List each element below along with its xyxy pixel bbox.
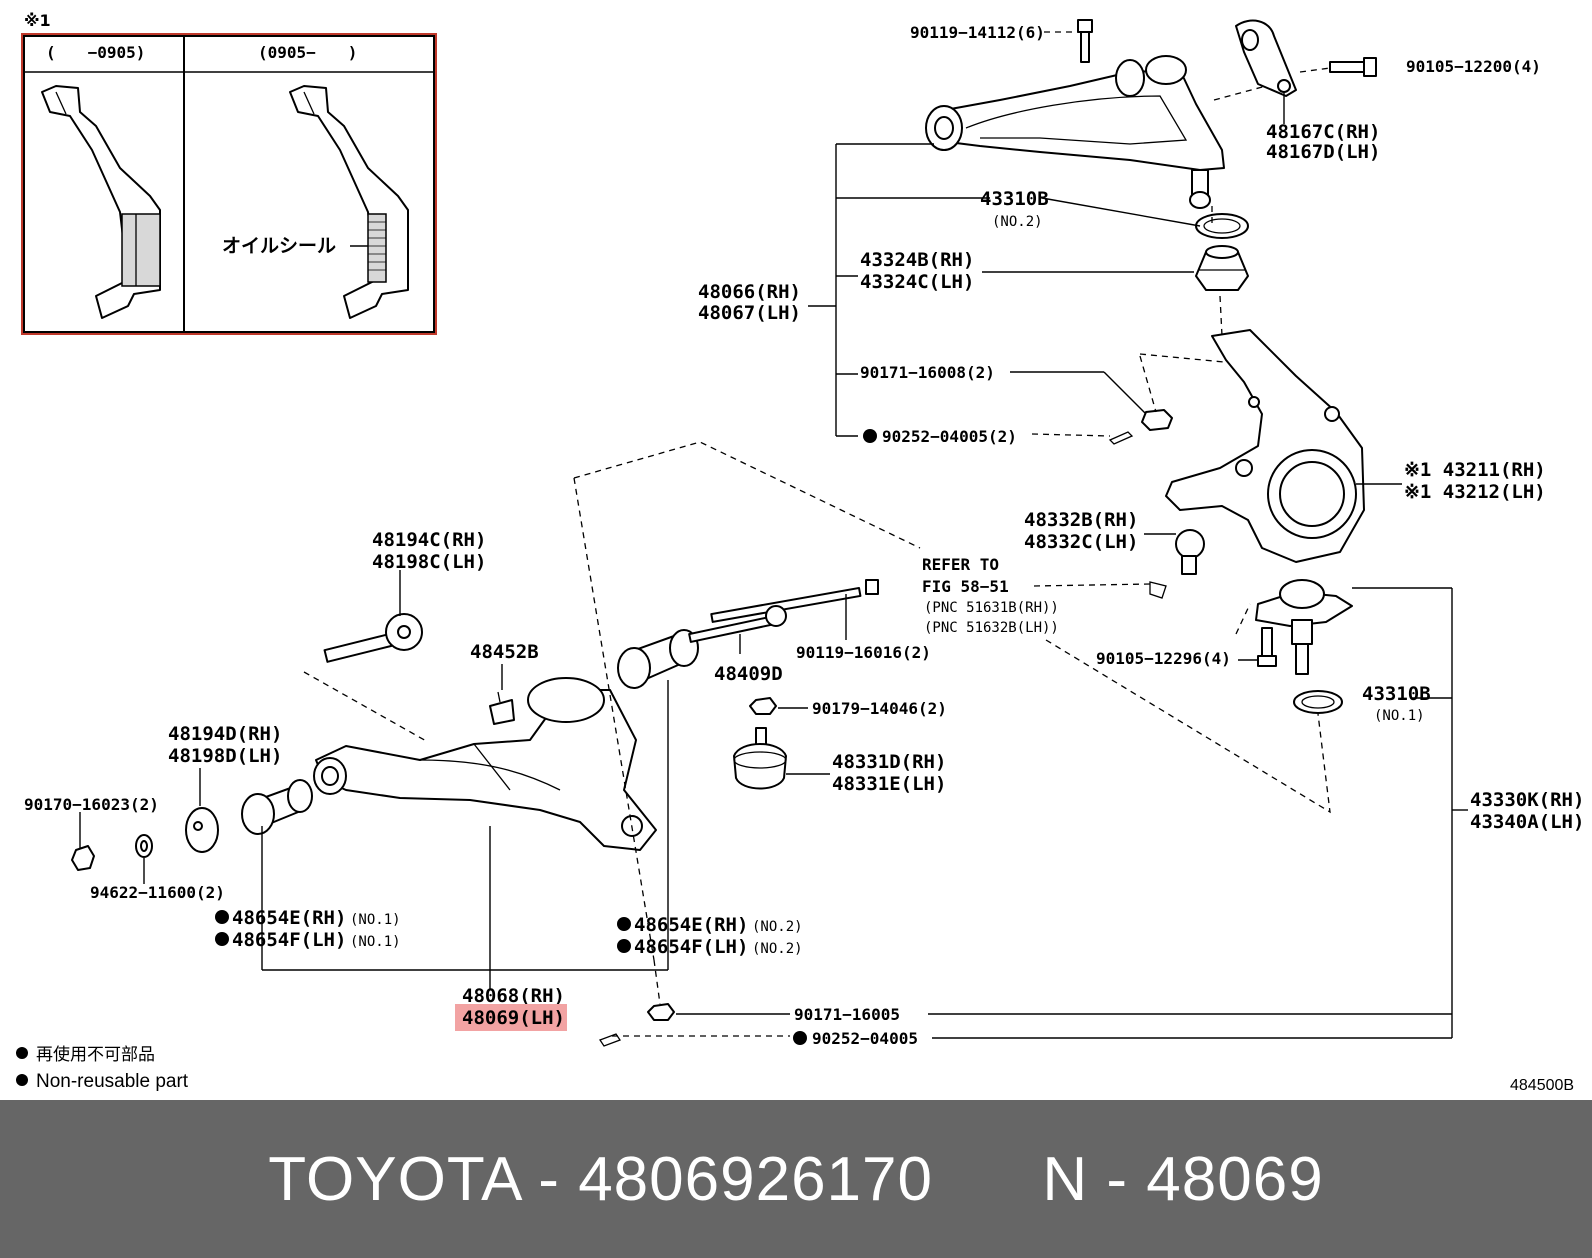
ball-joint-48331D (733, 727, 787, 790)
inset-col-right-label: (0905− ) (258, 43, 357, 62)
cotter-pin-top (1108, 431, 1134, 445)
legend-jp: 再使用不可部品 (36, 1044, 155, 1065)
cam-plate-48194D (185, 807, 219, 853)
inset-panel: ※1 ( −0905) (0905− ) オイルシール (21, 11, 437, 335)
label-90171-16008: 90171−16008(2) (860, 363, 995, 382)
label-90252-04005-low: 90252−04005 (812, 1029, 918, 1048)
label-48167D: 48167D(LH) (1266, 141, 1380, 163)
steering-knuckle (1165, 329, 1365, 563)
legend: 再使用不可部品 Non-reusable part (16, 1044, 189, 1092)
label-48198C: 48198C(LH) (372, 551, 486, 573)
label-refer-1: REFER TO (922, 555, 999, 574)
label-90171-16005: 90171−16005 (794, 1005, 900, 1024)
footer-brand: TOYOTA (268, 1144, 521, 1214)
label-48654F-no1: 48654F(LH) (232, 929, 346, 951)
label-48332B: 48332B(RH) (1024, 509, 1138, 531)
label-90179-14046: 90179−14046(2) (812, 699, 947, 718)
footer-pnc: 48069 (1146, 1144, 1324, 1214)
bushing-48654E-no1 (241, 779, 313, 835)
label-no1-a: (NO.1) (350, 912, 401, 928)
footer-separator-2: - (1106, 1144, 1129, 1214)
footer-pnc-prefix: N (1042, 1144, 1089, 1214)
label-48331D: 48331D(RH) (832, 751, 946, 773)
label-90119-14112: 90119−14112(6) (910, 23, 1045, 42)
label-48332C: 48332C(LH) (1024, 531, 1138, 553)
upper-control-arm (925, 55, 1225, 209)
nut-90171-16005 (647, 1003, 675, 1021)
footer-part-number: 4806926170 (578, 1144, 934, 1214)
highlight-48069 (455, 1004, 567, 1031)
snap-ring-low (1293, 690, 1343, 714)
dust-boot (1195, 245, 1249, 291)
cam-bolt-48194C (323, 613, 423, 663)
label-48066: 48066(RH) (698, 281, 801, 303)
label-48068: 48068(RH) (462, 985, 565, 1007)
lower-ball-joint (1255, 579, 1353, 675)
footer-title: TOYOTA - 4806926170 N - 48069 (268, 1144, 1323, 1215)
footer-bar: TOYOTA - 4806926170 N - 48069 (0, 1100, 1592, 1258)
bumper-48452B (489, 691, 515, 725)
label-48067: 48067(LH) (698, 302, 801, 324)
label-43211: ※1 43211(RH) (1404, 459, 1546, 481)
label-no1-b: (NO.1) (350, 934, 401, 950)
label-43324B: 43324B(RH) (860, 249, 974, 271)
bolt-90105-12200 (1329, 57, 1377, 77)
label-43324C: 43324C(LH) (860, 271, 974, 293)
bushing-48409D (617, 605, 787, 689)
washer-94622 (135, 834, 153, 858)
dashed-guides (303, 31, 1331, 1037)
bolt-90105-12296 (1257, 627, 1277, 667)
label-48194D: 48194D(RH) (168, 723, 282, 745)
nut-90171-16008 (1141, 409, 1173, 431)
bracket-48167 (1235, 19, 1297, 97)
leader-lines (79, 92, 1468, 1039)
cotter-pin-low (599, 1033, 621, 1047)
label-43310B-low: 43310B (1362, 683, 1431, 705)
lower-control-arm (313, 677, 657, 851)
label-43310B-top-no: (NO.2) (992, 214, 1043, 230)
label-no2-a: (NO.2) (752, 919, 803, 935)
label-48198D: 48198D(LH) (168, 745, 282, 767)
label-48452B: 48452B (470, 641, 539, 663)
label-94622-11600: 94622−11600(2) (90, 883, 225, 902)
label-90170-16023: 90170−16023(2) (24, 795, 159, 814)
label-43212: ※1 43212(LH) (1404, 481, 1546, 503)
part-labels: 90119−14112(6) 90105−12200(4) 48167C(RH)… (24, 23, 1584, 1048)
label-43310B-low-no: (NO.1) (1374, 708, 1425, 724)
label-48331E: 48331E(LH) (832, 773, 946, 795)
label-43330K: 43330K(RH) (1470, 789, 1584, 811)
inset-note-mark: ※1 (24, 11, 51, 30)
label-refer-3: (PNC 51631B(RH)) (924, 600, 1059, 616)
label-48654E-no1: 48654E(RH) (232, 907, 346, 929)
label-90252-04005-top: 90252−04005(2) (882, 427, 1017, 446)
knuckle-profile-right (289, 85, 409, 319)
nut-90179-14046 (749, 697, 777, 715)
label-43340A: 43340A(LH) (1470, 811, 1584, 833)
label-48409D: 48409D (714, 663, 783, 685)
inset-col-left-label: ( −0905) (46, 43, 145, 62)
label-90119-16016: 90119−16016(2) (796, 643, 931, 662)
knuckle-profile-left (41, 85, 161, 319)
label-48194C: 48194C(RH) (372, 529, 486, 551)
ball-joint-48332 (1175, 529, 1205, 575)
label-43310B-top: 43310B (980, 188, 1049, 210)
bolt-90119-14112 (1077, 19, 1093, 63)
label-90105-12200: 90105−12200(4) (1406, 57, 1541, 76)
label-90105-12296: 90105−12296(4) (1096, 649, 1231, 668)
label-refer-4: (PNC 51632B(LH)) (924, 620, 1059, 636)
label-48654E-no2: 48654E(RH) (634, 914, 748, 936)
legend-en: Non-reusable part (36, 1071, 189, 1092)
parts-diagram: ※1 ( −0905) (0905− ) オイルシール (16, 11, 1584, 1094)
oil-seal-label: オイルシール (222, 235, 336, 257)
label-48069: 48069(LH) (462, 1007, 565, 1029)
clip-refer (1149, 581, 1167, 599)
label-no2-b: (NO.2) (752, 941, 803, 957)
footer-separator-1: - (538, 1144, 560, 1214)
diagram-code: 484500B (1510, 1077, 1574, 1094)
label-48167C: 48167C(RH) (1266, 121, 1380, 143)
label-refer-2: FIG 58−51 (922, 577, 1009, 596)
label-48654F-no2: 48654F(LH) (634, 936, 748, 958)
nut-90170-16023 (71, 845, 95, 871)
bolt-90119-16016 (710, 579, 879, 623)
